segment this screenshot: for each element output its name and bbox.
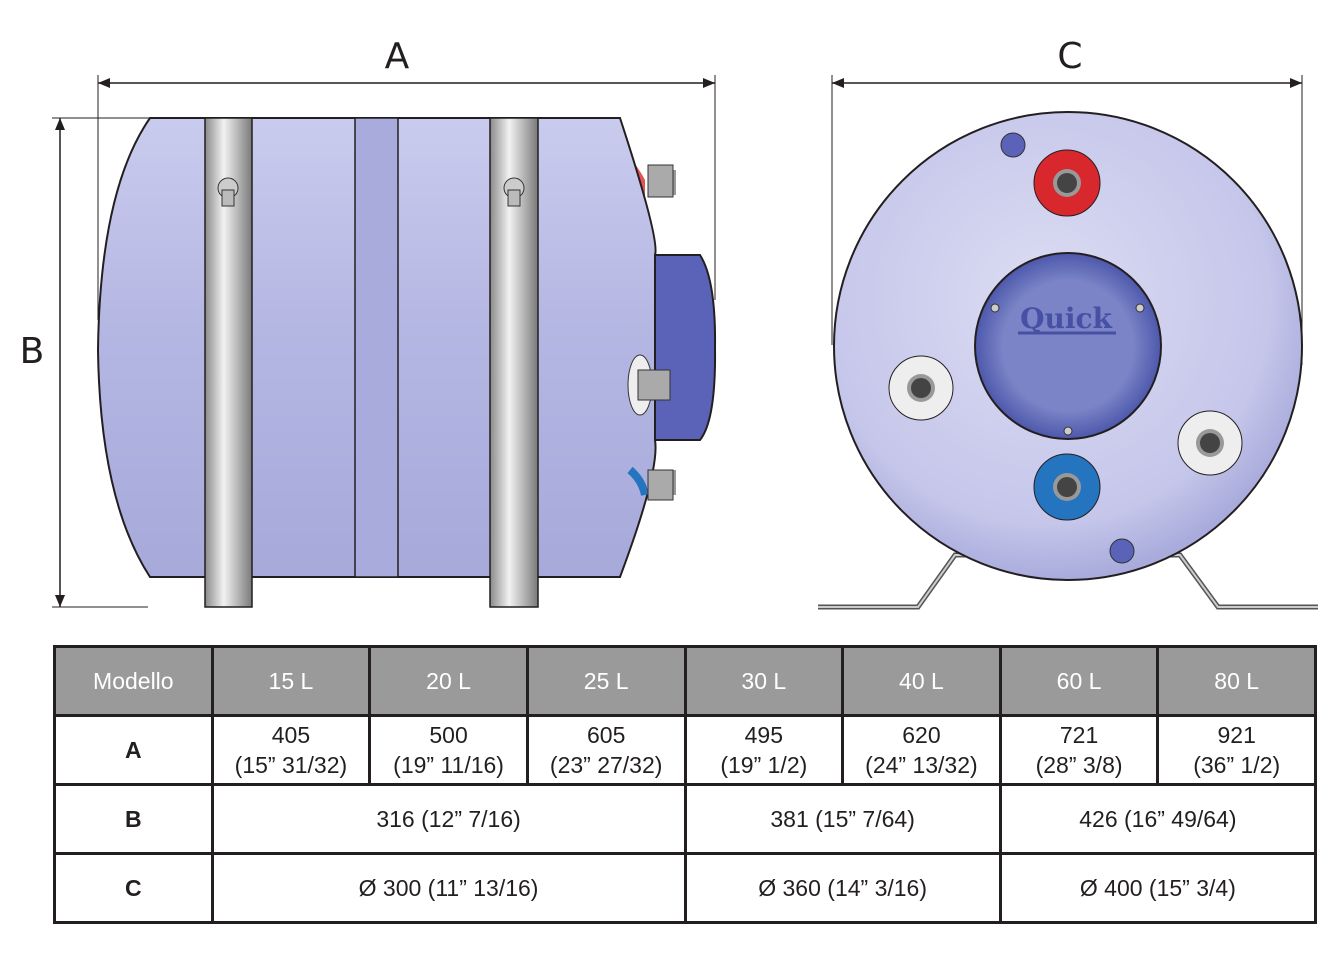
strap-left <box>204 117 253 608</box>
table-header-row: Modello 15 L 20 L 25 L 30 L 40 L 60 L 80… <box>53 645 1317 717</box>
table-cell: 921(36” 1/2) <box>1156 714 1317 786</box>
row-label: C <box>53 852 214 924</box>
table-row-c: C Ø 300 (11” 13/16) Ø 360 (14” 3/16) Ø 4… <box>53 852 1318 924</box>
dimension-b: B <box>20 117 150 608</box>
header-cell: 30 L <box>683 645 845 717</box>
table-cell: 426 (16” 49/64) <box>998 783 1318 855</box>
dimension-a-label: A <box>385 36 410 77</box>
dimension-c: C <box>831 36 1303 365</box>
row-label: A <box>53 714 214 786</box>
header-cell: 15 L <box>210 645 372 717</box>
fitting-mid-side <box>627 354 671 416</box>
table-cell: 316 (12” 7/16) <box>210 783 687 855</box>
header-cell: 40 L <box>841 645 1002 717</box>
table-cell: 620(24” 13/32) <box>841 714 1002 786</box>
strap-right <box>489 117 539 608</box>
table-cell: 500(19” 11/16) <box>368 714 529 786</box>
fitting-white-right <box>1177 410 1243 476</box>
dimensions-table: Modello 15 L 20 L 25 L 30 L 40 L 60 L 80… <box>53 645 1318 924</box>
table-cell: Ø 400 (15” 3/4) <box>998 852 1318 924</box>
header-cell: 20 L <box>368 645 529 717</box>
fitting-white-left <box>888 355 954 421</box>
tank-front-view: Quick <box>818 111 1318 610</box>
table-row-b: B 316 (12” 7/16) 381 (15” 7/64) 426 (16”… <box>53 783 1318 855</box>
table-cell: Ø 360 (14” 3/16) <box>683 852 1002 924</box>
fitting-hot-side <box>647 164 674 198</box>
header-cell: 60 L <box>998 645 1160 717</box>
fitting-hot <box>1033 149 1101 217</box>
row-label: B <box>53 783 214 855</box>
header-cell: 25 L <box>525 645 687 717</box>
table-cell: 605(23” 27/32) <box>525 714 687 786</box>
table-cell: 721(28” 3/8) <box>998 714 1160 786</box>
tank-side-view <box>96 117 717 608</box>
table-cell: Ø 300 (11” 13/16) <box>210 852 687 924</box>
header-cell: 80 L <box>1156 645 1317 717</box>
fitting-cold <box>1033 453 1101 521</box>
quick-logo: Quick <box>1020 302 1112 335</box>
table-cell: 405(15” 31/32) <box>210 714 372 786</box>
dimension-b-label: B <box>20 331 45 372</box>
header-cell: Modello <box>53 645 214 717</box>
dimension-c-label: C <box>1057 36 1082 77</box>
inspection-cover <box>974 252 1162 440</box>
table-row-a: A 405(15” 31/32) 500(19” 11/16) 605(23” … <box>53 714 1317 786</box>
water-heater-diagram: A B C <box>20 36 1318 610</box>
fitting-cold-side <box>627 466 674 501</box>
dimension-a: A <box>97 36 716 320</box>
table-cell: 495(19” 1/2) <box>683 714 845 786</box>
table-cell: 381 (15” 7/64) <box>683 783 1002 855</box>
